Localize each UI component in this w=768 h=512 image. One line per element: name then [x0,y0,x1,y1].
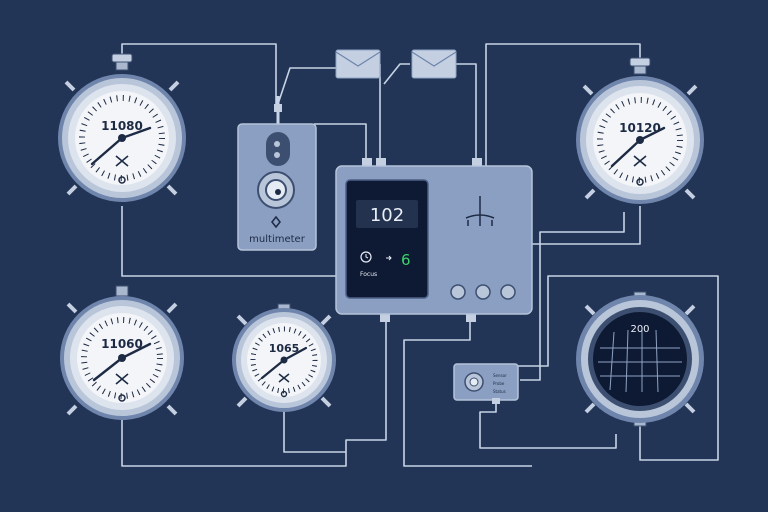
sensor-line-2: Probe [493,381,505,386]
clock-icon [360,251,372,263]
envelope-icon [411,51,457,67]
wire-envelope-right-lead [383,63,410,85]
gauge-bottom-left-reading: 11060 [101,337,143,351]
wire-gauge-bm [283,410,346,453]
envelope-right [411,49,457,79]
gauge-top-left: 11080 [58,53,186,202]
hub-display: 102 [370,205,404,226]
arrow-icon [386,255,392,261]
wires [121,43,719,467]
sensor-line-3: Status [493,389,506,394]
gauge-bottom-left: 11060 [60,285,184,420]
hub-status-label: Focus [360,271,377,278]
gauge-bottom-right-reading: 200 [630,324,649,335]
wire-sensor-to-gauge-br [518,275,719,461]
tap-icon [278,373,290,383]
button-2[interactable] [475,284,491,300]
grid [598,329,682,393]
wire-gauge-tr-to-hub [530,206,641,245]
gauge-bottom-middle: 1065 [232,303,336,412]
gauge-bottom-right: 200 [576,291,704,427]
wire-meter-to-hub [314,123,367,166]
gauge-bottom-middle-reading: 1065 [269,342,300,355]
multimeter-label: multimeter [249,234,306,245]
wire-hub-to-bottom [403,316,532,467]
gauge-top-left-reading: 11080 [101,119,143,133]
needle [120,342,152,360]
wire-gauge-tr-to-sensor [520,212,625,381]
slot-icon [266,132,290,166]
sensor-line-1: Sensor [493,373,507,378]
needle [90,136,124,166]
wire-hub-to-gauge-bl [121,316,387,467]
needle [282,346,308,362]
tap-icon [115,373,129,385]
button-1[interactable] [450,284,466,300]
button-3[interactable] [500,284,516,300]
envelope-icon [335,51,381,67]
hub-status-value: 6 [401,251,411,269]
antenna-icon [465,196,495,226]
needle [638,126,666,142]
envelope-left [335,49,381,79]
tap-icon [633,155,647,167]
wire-sensor-lower [479,398,617,449]
wire-envelope-right-to-hub [456,63,477,166]
gauge-top-right-reading: 10120 [619,121,661,135]
probe-icon [271,215,281,229]
hub: 102 6 Focus [335,158,533,322]
tap-icon [115,155,129,167]
needle [260,358,286,380]
hub-screen [345,179,429,299]
wire-meter-to-envelope-left [277,67,336,105]
sensor-module: Sensor Probe Status [453,363,519,404]
needle [92,356,124,382]
wire-gauge-tl-to-hub [121,206,340,277]
needle [610,138,642,168]
multimeter: multimeter [237,96,317,251]
gauge-top-right: 10120 [576,57,704,204]
needle [120,126,152,140]
